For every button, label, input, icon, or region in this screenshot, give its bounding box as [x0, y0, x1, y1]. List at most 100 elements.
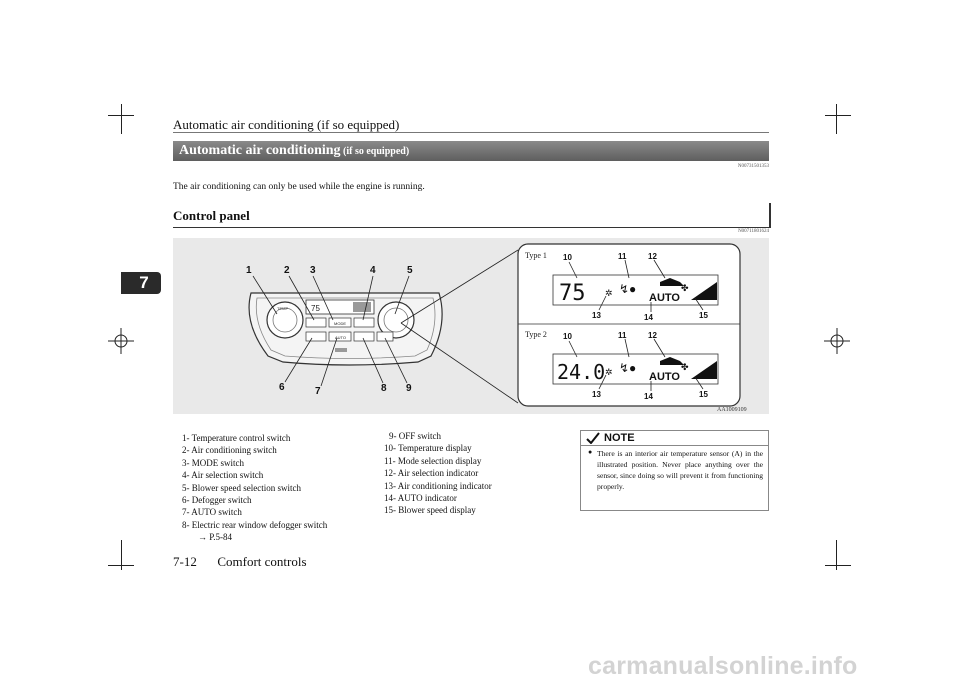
note-text: There is an interior air temperature sen… [597, 449, 763, 492]
type1-mode-icon: ↯● [619, 282, 636, 296]
type2-ac-icon: ✲ [605, 367, 613, 377]
crop-mark [836, 104, 837, 134]
legend-item: 7- AUTO switch [182, 507, 242, 518]
subsection-code: N00711801624 [738, 229, 769, 234]
temp-label: TEMP [277, 306, 288, 311]
callout-9: 9 [406, 383, 412, 394]
crop-mark [825, 115, 851, 116]
legend-right: 9- OFF switch 10- Temperature display 11… [384, 430, 492, 517]
figure-id: AA1009109 [717, 407, 747, 413]
crop-mark [836, 540, 837, 570]
legend-item: 14- AUTO indicator [384, 493, 457, 504]
callout-6: 6 [279, 382, 285, 393]
mode-button [328, 317, 352, 328]
callout-7: 7 [315, 386, 321, 397]
callout-12-type2: 12 [648, 331, 657, 340]
section-body: The air conditioning can only be used wh… [173, 182, 425, 192]
off-button [376, 331, 394, 342]
page-reference-link[interactable]: → P.5-84 [198, 532, 233, 543]
callout-14-type2: 14 [644, 392, 653, 401]
checkmark-icon [586, 432, 600, 444]
registration-mark [108, 328, 134, 354]
blower-dial [377, 301, 415, 339]
legend-item: 2- Air conditioning switch [182, 445, 277, 456]
type1-display [552, 274, 719, 306]
auto-button-label: AUTO [335, 335, 346, 340]
callout-5: 5 [407, 265, 413, 276]
legend-item: 10- Temperature display [384, 443, 472, 454]
section-title-bar: Automatic air conditioning (if so equipp… [173, 141, 769, 161]
ac-button [305, 317, 327, 328]
display-callout-lines [568, 259, 704, 391]
page-number: 7-12 [173, 554, 197, 569]
callout-10: 10 [563, 253, 572, 262]
callout-lines [252, 249, 519, 404]
callout-15: 15 [699, 311, 708, 320]
type1-label: Type 1 [525, 251, 547, 260]
blower-dial-inner [383, 307, 409, 333]
control-panel-illustration: TEMP 75 MODE AUTO 1 2 [246, 243, 747, 413]
air-selection-button [353, 317, 375, 328]
legend-item: 12- Air selection indicator [384, 468, 479, 479]
type1-temp: 75 [559, 281, 586, 306]
crop-mark [121, 540, 122, 570]
type2-blower-bars [691, 361, 717, 379]
header-rule [173, 132, 769, 133]
crop-mark [108, 115, 134, 116]
legend-item: 3- MODE switch [182, 457, 244, 468]
legend-item: 15- Blower speed display [384, 505, 476, 516]
display-callout-numbers: 10 11 12 13 14 15 10 11 12 13 14 15 [563, 252, 708, 401]
temperature-sensor [335, 348, 347, 352]
crop-mark [108, 565, 134, 566]
subsection-title: Control panel [173, 208, 250, 223]
type1-fan-icon: ✤ [681, 283, 689, 293]
type2-display [552, 353, 719, 385]
legend-item: 13- Air conditioning indicator [384, 480, 492, 491]
temp-dial-inner [272, 307, 298, 333]
type2-air-icon [660, 357, 684, 365]
crop-mark [825, 565, 851, 566]
page-footer: 7-12 Comfort controls [173, 554, 307, 570]
type2-fan-icon: ✤ [681, 362, 689, 372]
type1-ac-icon: ✲ [605, 288, 613, 298]
legend-left: 1- Temperature control switch 2- Air con… [182, 432, 327, 544]
legend-item: 5- Blower speed selection switch [182, 482, 301, 493]
crop-mark [121, 104, 122, 134]
callout-4: 4 [370, 265, 376, 276]
note-header: NOTE [581, 431, 768, 446]
note-box: NOTE ● There is an interior air temperat… [580, 430, 769, 511]
callout-2: 2 [284, 265, 290, 276]
callout-3: 3 [310, 265, 316, 276]
type2-auto: AUTO [649, 371, 680, 383]
temp-dial [266, 301, 304, 339]
section-code: N00731501353 [737, 164, 769, 169]
legend-item: 9- OFF switch [389, 431, 442, 441]
running-header: Automatic air conditioning (if so equipp… [173, 117, 400, 132]
callout-11: 11 [618, 252, 627, 261]
callout-11-type2: 11 [618, 331, 627, 340]
defogger-button [305, 331, 327, 342]
legend-item: 4- Air selection switch [182, 470, 264, 481]
callout-8: 8 [381, 383, 387, 394]
watermark: carmanualsonline.info [588, 652, 858, 680]
section-title: Automatic air conditioning (if so equipp… [179, 143, 410, 158]
type1-auto: AUTO [649, 292, 680, 304]
callout-12: 12 [648, 252, 657, 261]
type2-label: Type 2 [525, 330, 547, 339]
chapter-tab[interactable]: 7 [121, 272, 161, 294]
callout-13: 13 [592, 311, 601, 320]
subsection-heading: Control panel [173, 203, 771, 228]
legend-item: 1- Temperature control switch [182, 433, 291, 443]
callout-13-type2: 13 [592, 390, 601, 399]
subsection-rule [173, 227, 769, 228]
mode-button-label: MODE [334, 321, 346, 326]
registration-mark [824, 328, 850, 354]
bullet-icon: ● [588, 448, 593, 456]
panel-inner-outline [255, 297, 436, 359]
type2-mode-icon: ↯● [619, 361, 636, 375]
auto-button [328, 331, 352, 342]
panel-display-temp: 75 [311, 304, 320, 313]
callout-15-type2: 15 [699, 390, 708, 399]
type1-blower-bars [691, 282, 717, 300]
panel-blower-bars [353, 302, 371, 312]
